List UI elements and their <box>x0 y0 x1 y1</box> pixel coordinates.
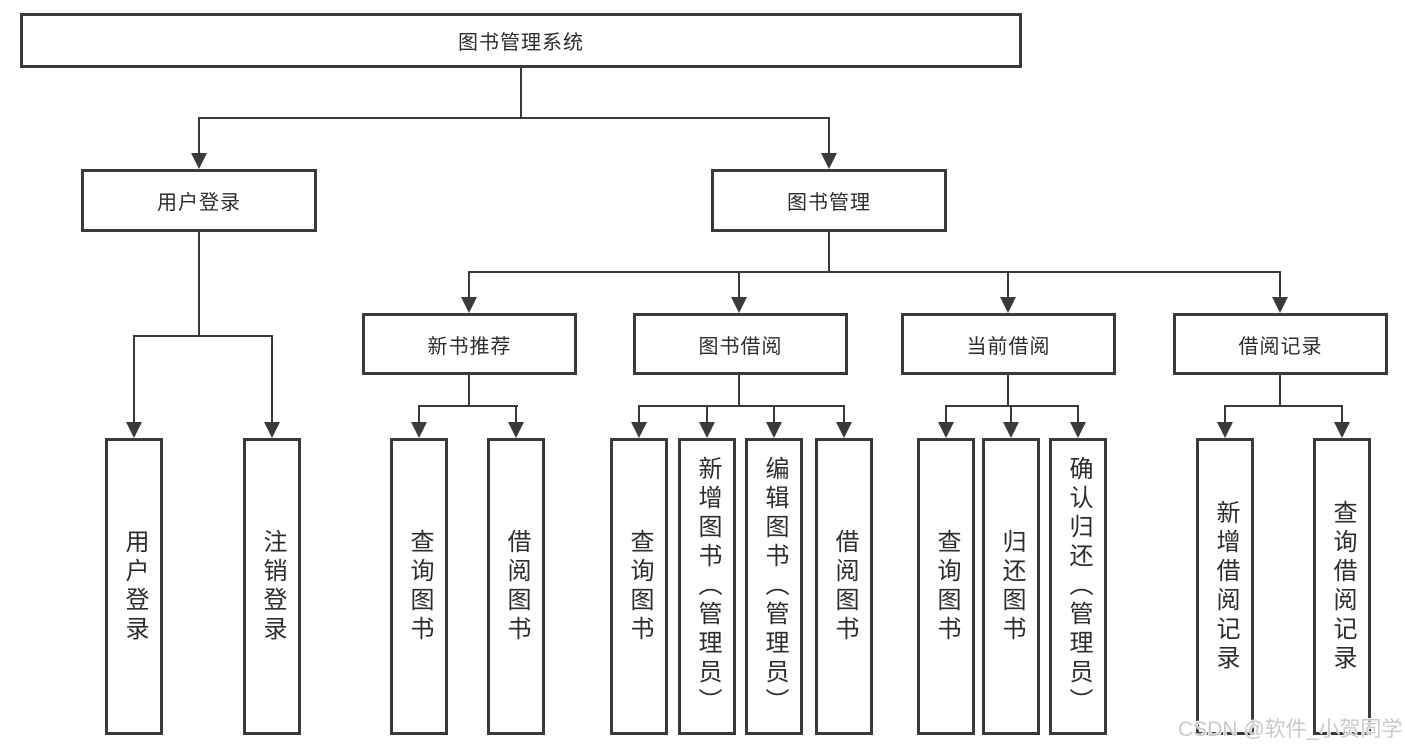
arrowhead-icon <box>766 422 782 438</box>
connector-line <box>945 405 1079 407</box>
leaf-current-return-books: 归还图书 <box>982 438 1040 735</box>
connector-line <box>1007 271 1009 299</box>
leaf-logout: 注销登录 <box>243 438 301 735</box>
arrowhead-icon <box>1334 422 1350 438</box>
leaf-label: 查询图书 <box>626 528 653 645</box>
node-label: 图书管理系统 <box>458 32 584 54</box>
connector-line <box>198 117 830 119</box>
csdn-watermark: CSDN @软件_小贺同学 <box>1178 718 1403 741</box>
arrowhead-icon <box>1272 297 1288 313</box>
node-book-borrowing: 图书借阅 <box>633 313 848 375</box>
arrowhead-icon <box>631 422 647 438</box>
arrowhead-icon <box>1000 297 1016 313</box>
node-root: 图书管理系统 <box>20 13 1022 68</box>
leaf-label: 编辑图书（管理员） <box>761 456 788 717</box>
connector-line <box>418 405 420 425</box>
leaf-label: 查询图书 <box>406 528 433 645</box>
node-book-management: 图书管理 <box>711 169 947 232</box>
arrowhead-icon <box>508 422 524 438</box>
node-borrowing-records: 借阅记录 <box>1173 313 1388 375</box>
leaf-borrow-edit-books-admin: 编辑图书（管理员） <box>745 438 803 735</box>
connector-line <box>1010 405 1012 425</box>
connector-line <box>638 405 845 407</box>
connector-line <box>843 405 845 425</box>
connector-line <box>828 117 830 155</box>
connector-line <box>271 335 273 425</box>
arrowhead-icon <box>731 297 747 313</box>
leaf-records-add-record: 新增借阅记录 <box>1196 438 1254 735</box>
connector-line <box>468 375 470 405</box>
connector-line <box>468 271 470 299</box>
connector-line <box>468 271 1281 273</box>
leaf-user-login: 用户登录 <box>105 438 163 735</box>
connector-line <box>706 405 708 425</box>
connector-line <box>198 117 200 155</box>
connector-line <box>198 232 200 335</box>
connector-line <box>773 405 775 425</box>
node-label: 图书借阅 <box>698 335 783 358</box>
leaf-borrow-query-books: 查询图书 <box>610 438 668 735</box>
arrowhead-icon <box>821 153 837 169</box>
node-label: 借阅记录 <box>1238 335 1323 358</box>
connector-line <box>638 405 640 425</box>
node-current-borrowing: 当前借阅 <box>901 313 1116 375</box>
connector-line <box>738 271 740 299</box>
arrowhead-icon <box>699 422 715 438</box>
node-label: 用户登录 <box>157 192 241 214</box>
arrowhead-icon <box>1070 422 1086 438</box>
connector-line <box>133 335 273 337</box>
node-new-book-recommendation: 新书推荐 <box>362 313 577 375</box>
arrowhead-icon <box>836 422 852 438</box>
arrowhead-icon <box>1217 422 1233 438</box>
connector-line <box>828 232 830 271</box>
connector-line <box>1007 375 1009 405</box>
connector-line <box>418 405 518 407</box>
leaf-label: 确认归还（管理员） <box>1065 456 1092 717</box>
leaf-label: 借阅图书 <box>503 528 530 645</box>
connector-line <box>945 405 947 425</box>
leaf-current-confirm-return-admin: 确认归还（管理员） <box>1049 438 1107 735</box>
node-label: 当前借阅 <box>966 335 1051 358</box>
leaf-current-query-books: 查询图书 <box>917 438 975 735</box>
leaf-label: 查询图书 <box>933 528 960 645</box>
node-user-login: 用户登录 <box>81 169 317 232</box>
leaf-label: 查询借阅记录 <box>1329 499 1356 674</box>
connector-line <box>133 335 135 425</box>
arrowhead-icon <box>938 422 954 438</box>
connector-line <box>1224 405 1226 425</box>
node-label: 图书管理 <box>787 192 871 214</box>
leaf-label: 新增借阅记录 <box>1212 499 1239 674</box>
arrowhead-icon <box>411 422 427 438</box>
leaf-newbook-query-books: 查询图书 <box>390 438 448 735</box>
arrowhead-icon <box>126 422 142 438</box>
connector-line <box>738 375 740 405</box>
leaf-label: 注销登录 <box>259 528 286 645</box>
arrowhead-icon <box>264 422 280 438</box>
arrowhead-icon <box>461 297 477 313</box>
connector-line <box>1224 405 1343 407</box>
leaf-borrow-add-books-admin: 新增图书（管理员） <box>678 438 736 735</box>
leaf-label: 归还图书 <box>998 528 1025 645</box>
arrowhead-icon <box>191 153 207 169</box>
connector-line <box>1279 271 1281 299</box>
connector-line <box>515 405 517 425</box>
leaf-label: 借阅图书 <box>831 528 858 645</box>
leaf-borrow-borrow-books: 借阅图书 <box>815 438 873 735</box>
arrowhead-icon <box>1003 422 1019 438</box>
leaf-records-query-record: 查询借阅记录 <box>1313 438 1371 735</box>
node-label: 新书推荐 <box>427 335 512 358</box>
connector-line <box>1279 375 1281 405</box>
leaf-newbook-borrow-books: 借阅图书 <box>487 438 545 735</box>
connector-line <box>1077 405 1079 425</box>
connector-line <box>1341 405 1343 425</box>
leaf-label: 新增图书（管理员） <box>694 456 721 717</box>
leaf-label: 用户登录 <box>121 528 148 645</box>
connector-line <box>520 68 522 117</box>
